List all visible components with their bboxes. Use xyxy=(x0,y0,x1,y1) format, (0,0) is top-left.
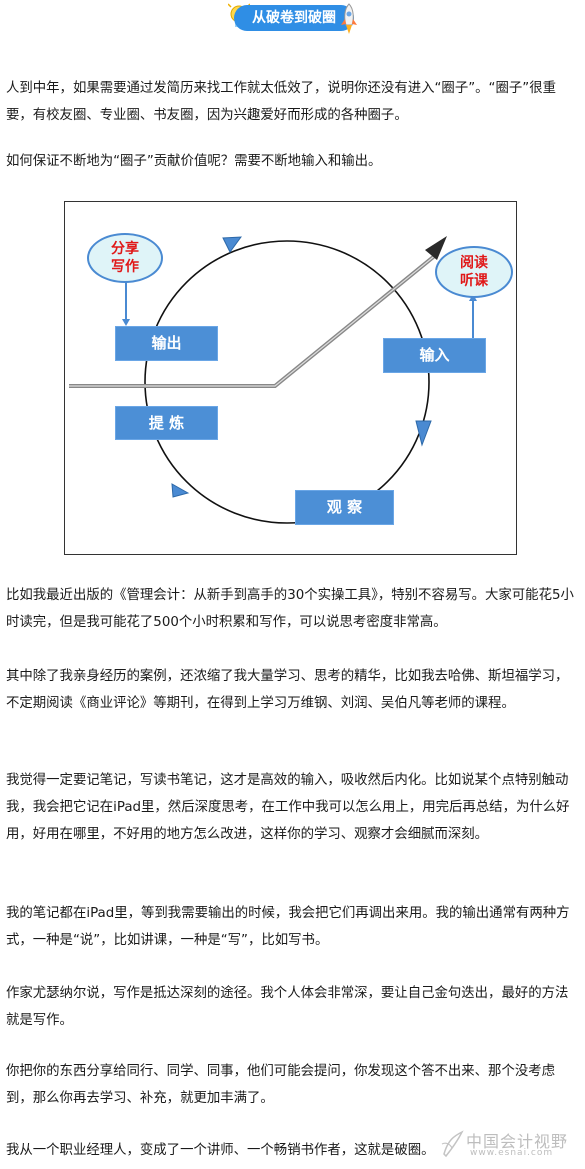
paragraph-notes: 我觉得一定要记笔记，写读书笔记，这才是高效的输入，吸收然后内化。比如说某个点特别… xyxy=(6,773,570,842)
watermark: 中国会计视野 www.esnai.com xyxy=(440,1128,580,1166)
paragraph-question: 如何保证不断地为“圈子”贡献价值呢？需要不断地输入和输出。 xyxy=(6,154,382,169)
watermark-text: 中国会计视野 xyxy=(466,1132,569,1151)
rocket-icon xyxy=(341,3,357,34)
page-title: 从破卷到破圈 xyxy=(234,5,354,31)
circle-arrow-bottom-left xyxy=(171,483,190,498)
read-listen-bubble: 阅读听课 xyxy=(435,246,513,298)
paragraph-writing: 作家尤瑟纳尔说，写作是抵达深刻的途径。我个人体会非常深，要让自己金句迭出，最好的… xyxy=(6,986,569,1028)
input-output-diagram: 分享写作 阅读听课 输出 输入 提 炼 观 察 xyxy=(64,201,517,555)
observe-box: 观 察 xyxy=(295,490,394,525)
watermark-logo-icon xyxy=(441,1130,464,1158)
watermark-url: www.esnai.com xyxy=(470,1148,554,1158)
circle-arrow-top xyxy=(222,236,243,253)
circle-arrow-right xyxy=(415,420,432,447)
paragraph-learning: 其中除了我亲身经历的案例，还浓缩了我大量学习、思考的精华，比如我去哈佛、斯坦福学… xyxy=(6,669,569,711)
header: 从破卷到破圈 xyxy=(0,0,585,40)
paragraph-break-circle: 我从一个职业经理人，变成了一个讲师、一个畅销书作者，这就是破圈。 xyxy=(6,1143,435,1158)
growth-arrowhead xyxy=(425,236,447,260)
output-box: 输出 xyxy=(115,326,218,361)
paragraph-sharing: 你把你的东西分享给同行、同学、同事，他们可能会提问，你发现这个答不出来、那个没考… xyxy=(6,1064,556,1106)
paragraph-circle-intro: 人到中年，如果需要通过发简历来找工作就太低效了，说明你还没有进入“圈子”。“圈子… xyxy=(6,81,556,123)
paragraph-book: 比如我最近出版的《管理会计：从新手到高手的30个实操工具》，特别不容易写。大家可… xyxy=(6,588,574,630)
refine-box: 提 炼 xyxy=(115,406,218,440)
input-box: 输入 xyxy=(383,338,486,373)
paragraph-output: 我的笔记都在iPad里，等到我需要输出的时候，我会把它们再调出来用。我的输出通常… xyxy=(6,906,570,948)
share-write-bubble: 分享写作 xyxy=(87,233,163,283)
cycle-circle xyxy=(144,240,430,524)
